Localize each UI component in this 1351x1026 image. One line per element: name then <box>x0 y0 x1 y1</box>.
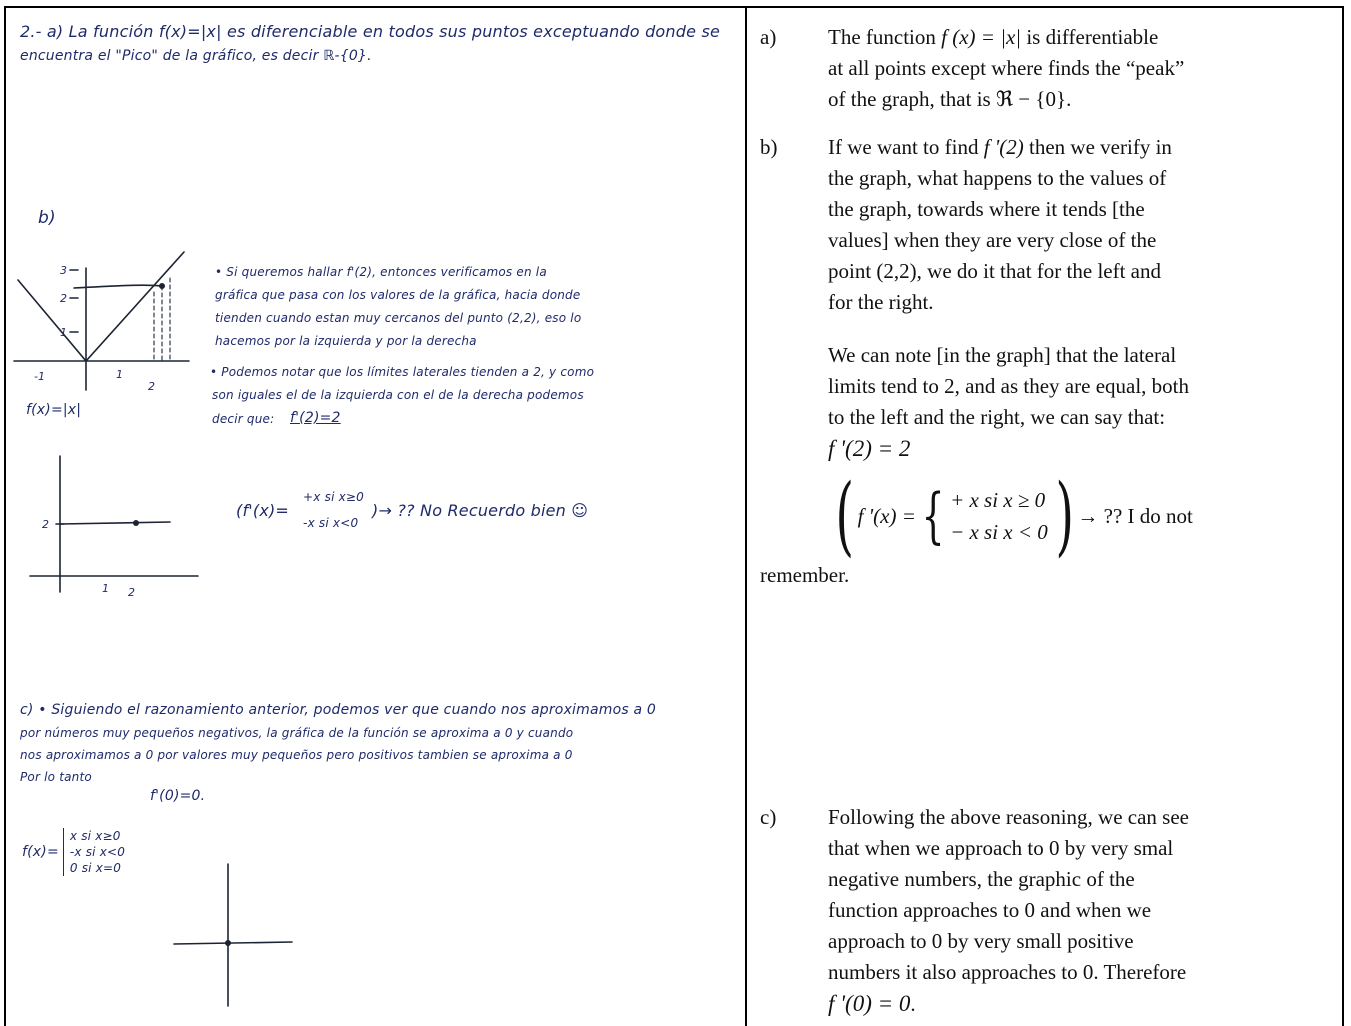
typed-piece-case-top: + x si x ≥ 0 <box>950 488 1046 512</box>
column-divider <box>745 6 747 1026</box>
typed-a-t3: at all points except where finds the “pe… <box>828 56 1185 80</box>
hw-c-case1: x si x≥0 <box>69 829 121 843</box>
hw-c-line3: nos aproximamos a 0 por valores muy pequ… <box>20 748 573 762</box>
table-frame <box>4 6 1344 1026</box>
graph1-point <box>159 283 165 289</box>
typed-b-t6: point (2,2), we do it that for the left … <box>828 259 1161 283</box>
hw-a-line1: 2.- a) La función f(x)=|x| es diferencia… <box>20 22 721 41</box>
hw-piece-lhs: (f'(x)= <box>236 500 290 520</box>
graph1-label-y3: 3 <box>60 264 67 277</box>
typed-b-p2-3: to the left and the right, we can say th… <box>828 405 1166 429</box>
derivative-graph: 2 1 2 <box>29 455 199 599</box>
graph1-label-y2: 2 <box>60 292 67 305</box>
graph1-tick-neg1: -1 <box>34 370 45 383</box>
hw-b-text5: • Podemos notar que los límites laterale… <box>210 365 595 379</box>
hw-a-line2: encuentra el "Pico" de la gráfico, es de… <box>20 48 372 64</box>
hw-piece-bottom: -x si x<0 <box>303 516 359 530</box>
typed-b-body: If we want to find f '(2) then we verify… <box>760 132 1338 591</box>
graph2-point <box>133 520 139 526</box>
typed-a-body: The function f (x) = |x| is differentiab… <box>828 22 1338 115</box>
hw-piecewise: (f'(x)= +x si x≥0 -x si x<0 )→ ?? No Rec… <box>236 470 588 550</box>
typed-c-l3: negative numbers, the graphic of the <box>828 867 1135 891</box>
hw-c-piecewise: f(x)= x si x≥0 -x si x<0 0 si x=0 <box>22 828 125 876</box>
typed-a-t2: is differentiable <box>1021 25 1159 49</box>
hw-b-text2: gráfica que pasa con los valores de la g… <box>215 288 581 302</box>
typed-b-p2-2: limits tend to 2, and as they are equal,… <box>828 374 1189 398</box>
graph1-tick-2: 2 <box>148 380 155 393</box>
graph3-origin-point <box>225 940 231 946</box>
hw-b-text1: • Si queremos hallar f'(2), entonces ver… <box>215 265 547 279</box>
graph2-tick-2: 2 <box>128 586 135 599</box>
hw-c-line1: c) • Siguiendo el razonamiento anterior,… <box>20 702 657 718</box>
graph1-tick-1: 1 <box>116 368 123 381</box>
typed-a-fx: f (x) = |x| <box>941 25 1022 49</box>
graph1-approach-arc <box>73 284 163 289</box>
origin-graph <box>173 863 293 1007</box>
hw-piece-after: )→ ?? No Recuerdo bien ☺ <box>372 500 589 520</box>
hw-c-line2: por números muy pequeños negativos, la g… <box>20 726 574 740</box>
typed-b-t3: the graph, what happens to the values of <box>828 166 1167 190</box>
typed-c-end: . <box>910 992 916 1016</box>
hw-c-result: f'(0)=0. <box>150 788 206 804</box>
hw-b-text4: hacemos por la izquierda y por la derech… <box>215 334 477 348</box>
typed-piece-open-paren: ( <box>835 466 855 566</box>
typed-c-tag: c) <box>760 805 777 829</box>
graph3-x-axis <box>173 941 293 945</box>
typed-c-l4: function approaches to 0 and when we <box>828 898 1152 922</box>
hw-b-fx-label: f(x)=|x| <box>26 402 82 418</box>
typed-b-t7: for the right. <box>828 290 934 314</box>
typed-b-p2-1: We can note [in the graph] that the late… <box>828 343 1177 367</box>
hw-piece-cases: +x si x≥0 -x si x<0 <box>303 484 364 536</box>
typed-piece-lhs: f '(x) = <box>857 503 916 528</box>
typed-c-l5: approach to 0 by very small positive <box>828 929 1134 953</box>
graph2-tick-1: 1 <box>102 582 109 595</box>
graph1-abs-curve <box>17 251 185 363</box>
typed-a-t4: of the graph, that is <box>828 87 996 111</box>
typed-piece-brace: { <box>921 481 945 551</box>
typed-b-piecewise: ( f '(x) = { + x si x ≥ 0 − x si x < 0 )… <box>828 472 1193 560</box>
graph2-flat-line <box>59 521 171 525</box>
typed-b-fp2: f '(2) <box>983 135 1024 159</box>
typed-b-result: f '(2) = 2 <box>828 436 911 461</box>
hw-b-label: b) <box>38 208 56 228</box>
hw-c-cases: x si x≥0 -x si x<0 0 si x=0 <box>62 828 126 876</box>
typed-piece-case-bottom: − x si x < 0 <box>950 520 1048 544</box>
hw-c-line4: Por lo tanto <box>20 770 92 784</box>
typed-c-l2: that when we approach to 0 by very smal <box>828 836 1174 860</box>
hw-b-text6: son iguales el de la izquierda con el de… <box>212 388 584 402</box>
typed-b-t2: then we verify in <box>1023 135 1172 159</box>
typed-c-l6: numbers it also approaches to 0. Therefo… <box>828 960 1187 984</box>
hw-b-result: f'(2)=2 <box>290 410 341 426</box>
typed-piece-close-paren: ) <box>1055 466 1074 566</box>
hw-c-case2: -x si x<0 <box>69 845 126 859</box>
hw-piece-top: +x si x≥0 <box>303 490 365 504</box>
typed-a-t1: The function <box>828 25 942 49</box>
typed-b-t4: the graph, towards where it tends [the <box>828 197 1145 221</box>
typed-b-t1: If we want to find <box>828 135 984 159</box>
typed-a-set: ℜ − {0} <box>995 87 1067 111</box>
typed-c-l1: Following the above reasoning, we can se… <box>828 805 1189 829</box>
typed-a-tag: a) <box>760 25 777 49</box>
abs-value-graph: -1 1 2 3 2 1 <box>13 251 190 393</box>
typed-b-remember: remember. <box>760 563 850 587</box>
typed-c-result: f '(0) = 0 <box>828 991 911 1016</box>
typed-c-body: Following the above reasoning, we can se… <box>828 802 1338 1020</box>
hw-b-text7: decir que: <box>212 412 275 426</box>
hw-c-fx: f(x)= <box>22 844 59 860</box>
typed-b-t5: values] when they are very close of the <box>828 228 1157 252</box>
graph1-label-y1: 1 <box>60 326 67 339</box>
graph2-label-y: 2 <box>42 518 49 531</box>
hw-c-case3: 0 si x=0 <box>69 861 122 875</box>
hw-b-text3: tienden cuando estan muy cercanos del pu… <box>215 311 582 325</box>
typed-a-t5: . <box>1066 87 1072 111</box>
typed-piece-after: → ?? I do not <box>1077 503 1193 528</box>
typed-b-tag: b) <box>760 135 778 159</box>
typed-piece-cases: + x si x ≥ 0 − x si x < 0 <box>950 484 1048 548</box>
